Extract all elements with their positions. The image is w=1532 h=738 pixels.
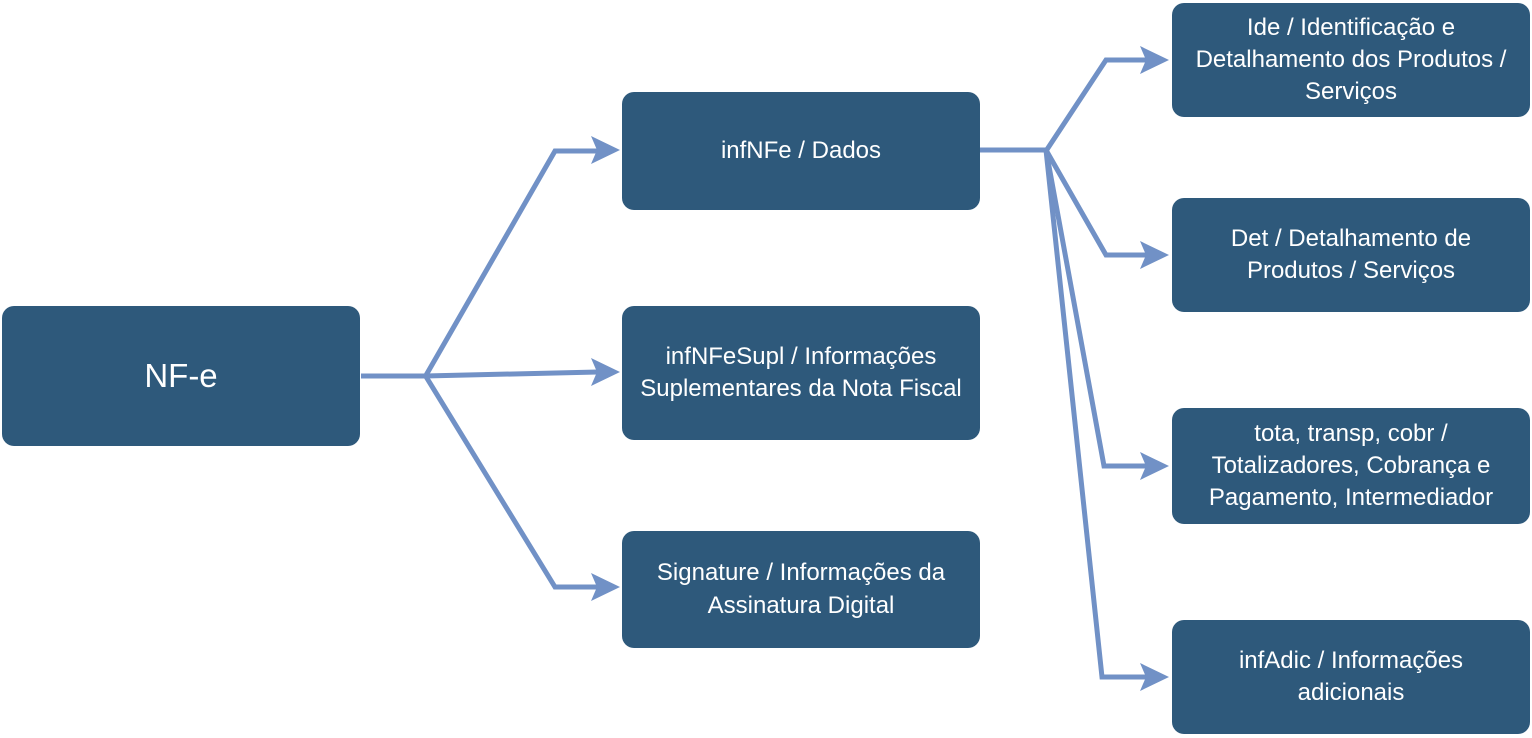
arrowhead-root-infnfe <box>591 136 620 164</box>
node-infnfesupl: infNFeSupl / Informações Suplementares d… <box>622 306 980 440</box>
edge-infnfe-tota <box>1043 149 1147 469</box>
edge-infnfe-det <box>1043 148 1147 258</box>
arrowhead-root-infnfesupl <box>591 358 620 386</box>
node-tota-transp-cobr: tota, transp, cobr / Totalizadores, Cobr… <box>1172 408 1530 524</box>
arrowhead-infnfe-infadic <box>1140 663 1169 691</box>
node-det: Det / Detalhamento de Produtos / Serviço… <box>1172 198 1530 312</box>
node-nfe: NF-e <box>2 306 360 446</box>
node-infnfe-dados: infNFe / Dados <box>622 92 980 210</box>
node-signature: Signature / Informações da Assinatura Di… <box>622 531 980 648</box>
edge-infnfe-infadic <box>1043 149 1147 680</box>
edge-root-infnfe <box>422 148 598 379</box>
arrowhead-infnfe-ide <box>1140 46 1169 74</box>
edge-root-infnfesupl <box>424 369 599 379</box>
arrowhead-infnfe-tota <box>1140 452 1169 480</box>
edge-root-signature <box>422 373 598 590</box>
edge-infnfe-ide <box>1043 57 1147 153</box>
node-ide: Ide / Identificação e Detalhamento dos P… <box>1172 3 1530 117</box>
arrowhead-infnfe-det <box>1140 241 1169 269</box>
arrowhead-root-signature <box>591 573 620 601</box>
node-infadic: infAdic / Informações adicionais <box>1172 620 1530 734</box>
